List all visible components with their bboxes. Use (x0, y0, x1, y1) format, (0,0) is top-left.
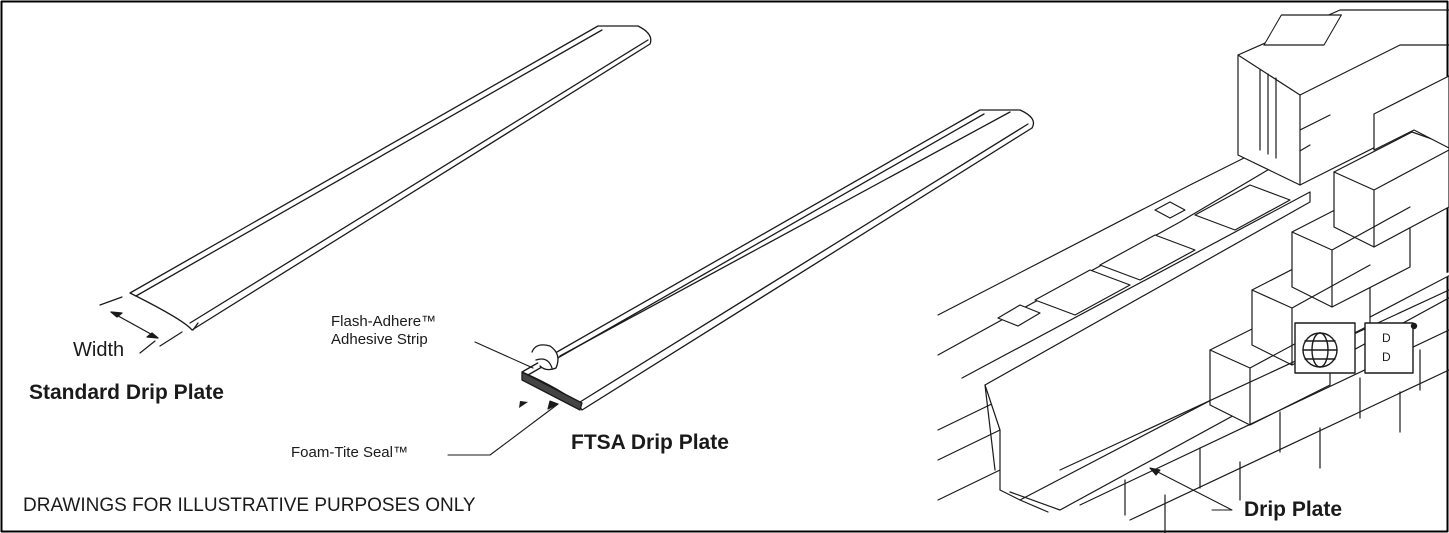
foam-seal-label: Foam-Tite Seal™ (291, 444, 408, 461)
ftsa-drip-plate-drawing (521, 109, 1035, 411)
width-dimension (99, 296, 183, 354)
width-label: Width (73, 339, 125, 361)
ftsa-drip-plate-title: FTSA Drip Plate (571, 431, 729, 454)
wall-assembly-drawing (937, 9, 1449, 533)
disclaimer-note: DRAWINGS FOR ILLUSTRATIVE PURPOSES ONLY (23, 495, 476, 516)
watermark-letter-top: D (1382, 331, 1391, 345)
adhesive-strip-label-line1: Flash-Adhere™ (331, 313, 437, 330)
watermark-letter-bottom: D (1382, 350, 1391, 364)
standard-drip-plate-drawing (129, 25, 652, 331)
drip-plate-callout: Drip Plate (1244, 498, 1343, 521)
globe-icon (1294, 322, 1418, 374)
adhesive-strip-label-line2: Adhesive Strip (331, 331, 428, 348)
leader-lines (447, 341, 1233, 511)
standard-drip-plate-title: Standard Drip Plate (29, 381, 224, 404)
